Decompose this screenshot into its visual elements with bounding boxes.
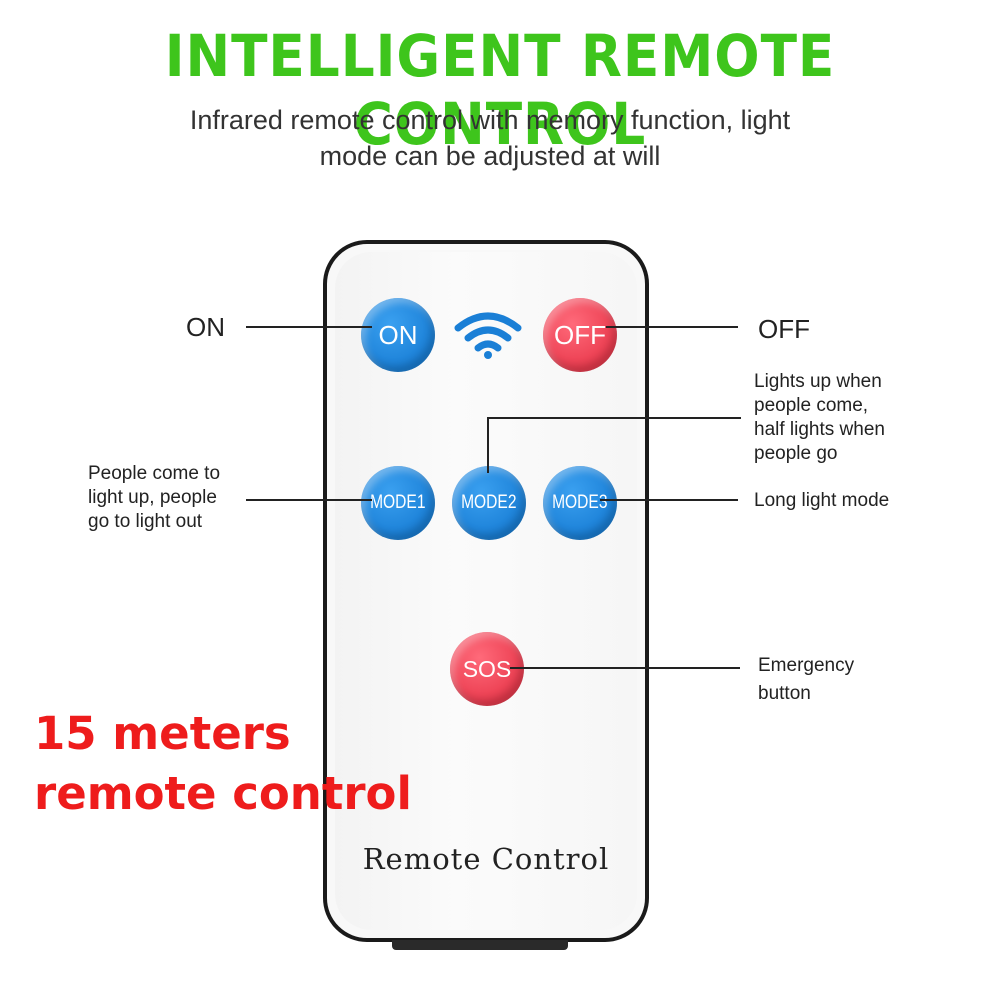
leader-line-mode2-horizontal	[487, 417, 741, 419]
subtitle-line-2: mode can be adjusted at will	[319, 141, 661, 171]
mode3-button[interactable]: MODE3	[543, 466, 617, 540]
leader-line-sos	[510, 667, 740, 669]
range-promo-line-2: remote control	[34, 767, 412, 820]
mode2-button-label: MODE2	[461, 492, 517, 513]
leader-line-mode3	[600, 499, 738, 501]
on-button[interactable]: ON	[361, 298, 435, 372]
wifi-signal-icon	[454, 312, 522, 359]
callout-mode1-line-2: light up, people	[88, 487, 217, 508]
range-promo-text: 15 meters remote control	[34, 704, 412, 824]
callout-mode2-line-2: people come,	[754, 395, 869, 416]
leader-line-off	[606, 326, 738, 328]
remote-brand-label: Remote Control	[362, 842, 610, 876]
subtitle: Infrared remote control with memory func…	[150, 102, 830, 174]
mode1-button-label: MODE1	[370, 492, 426, 513]
callout-sos-line-1: Emergency	[758, 655, 855, 676]
mode1-button[interactable]: MODE1	[361, 466, 435, 540]
leader-line-mode2-vertical	[487, 417, 489, 473]
callout-mode1-line-1: People come to	[88, 463, 221, 484]
callout-mode1-line-3: go to light out	[88, 511, 203, 532]
remote-bottom-edge	[392, 940, 568, 950]
subtitle-line-1: Infrared remote control with memory func…	[189, 105, 791, 135]
mode3-button-label: MODE3	[552, 492, 608, 513]
headline: INTELLIGENT REMOTE CONTROL	[164, 22, 836, 158]
callout-mode2-line-1: Lights up when	[754, 371, 882, 392]
sos-button[interactable]: SOS	[450, 632, 524, 706]
leader-line-mode1	[246, 499, 372, 501]
off-button[interactable]: OFF	[543, 298, 617, 372]
on-button-label: ON	[378, 319, 418, 350]
callout-sos-line-2: button	[758, 683, 811, 704]
off-button-label: OFF	[554, 319, 606, 350]
callout-mode2-line-3: half lights when	[754, 419, 885, 440]
callout-mode2-line-4: people go	[754, 443, 838, 464]
callout-off: OFF	[758, 314, 810, 344]
callout-mode2: Lights up when people come, half lights …	[754, 370, 885, 466]
callout-sos: Emergency button	[758, 652, 854, 708]
range-promo-line-1: 15 meters	[34, 707, 291, 760]
callout-mode1: People come to light up, people go to li…	[88, 462, 220, 534]
sos-button-label: SOS	[462, 655, 512, 682]
mode2-button[interactable]: MODE2	[452, 466, 526, 540]
leader-line-on	[246, 326, 372, 328]
callout-mode3: Long light mode	[754, 490, 890, 511]
callout-on: ON	[186, 312, 225, 342]
